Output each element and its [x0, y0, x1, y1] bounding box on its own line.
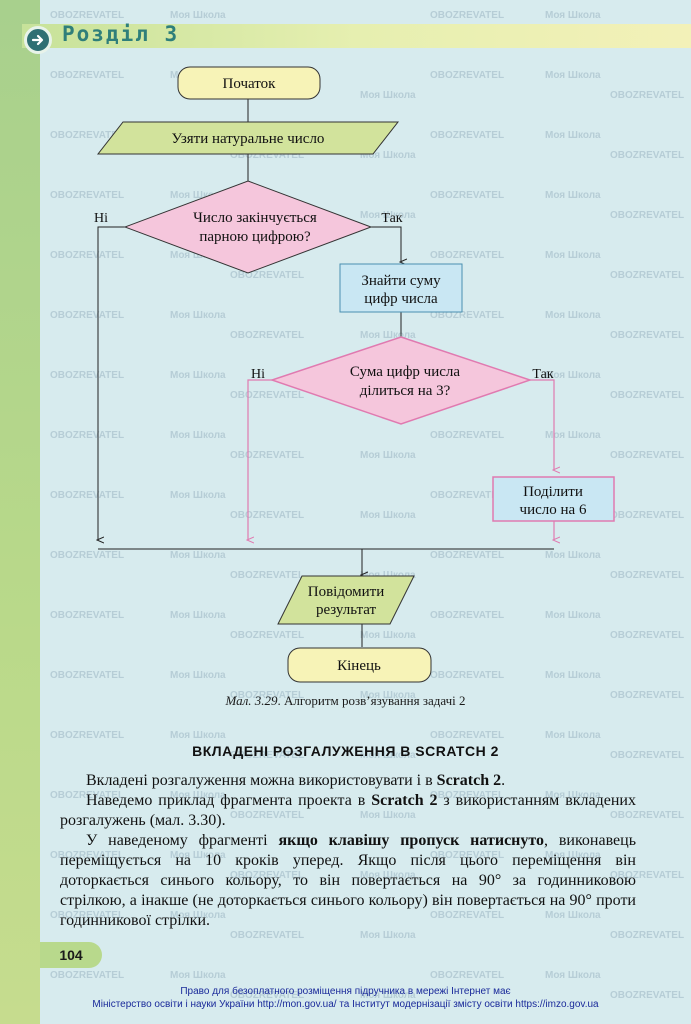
start-label: Початок — [223, 76, 277, 92]
process1-block — [339, 263, 463, 313]
process2-block — [492, 476, 615, 522]
output-block — [277, 575, 415, 625]
left-margin-strip — [0, 0, 40, 1024]
input-label: Узяти натуральне число — [172, 131, 325, 147]
p3-text-c: , виконавець переміщується на 10 кроків … — [60, 832, 637, 929]
paragraph-2: Наведемо приклад фрагмента проекта в Scr… — [60, 791, 636, 831]
input-block — [96, 121, 400, 155]
caption-label: Мал. 3.29 — [225, 693, 278, 708]
process1-line2: цифр числа — [364, 291, 438, 307]
process1-line1: Знайти суму — [361, 273, 441, 289]
flowchart: Початок Узяти натуральне число Число зак… — [94, 66, 615, 683]
start-terminal — [177, 66, 321, 100]
decision2-line2: ділиться на 3? — [360, 383, 451, 399]
section-header-bar — [22, 24, 691, 48]
footer-line1: Право для безоплатного розміщення підруч… — [180, 986, 511, 997]
process2-line2: число на 6 — [520, 502, 587, 518]
arrow-right-icon — [24, 26, 52, 54]
p3-text-b: якщо клавішу пропуск натиснуто — [278, 832, 545, 849]
p3-text-a: У наведеному фрагменті — [86, 832, 279, 849]
p2-text-c: з використанням вкладених розгалужень (м… — [60, 792, 636, 829]
decision2-block — [269, 336, 533, 425]
caption-text: . Алгоритм розв’язування задачі 2 — [277, 693, 466, 708]
decision1-yes-label: Так — [381, 211, 402, 226]
end-terminal — [287, 647, 432, 683]
decision1-block — [123, 180, 373, 274]
decision1-line2: парною цифрою? — [199, 229, 311, 245]
end-label: Кінець — [337, 658, 381, 674]
section-title: Розділ 3 — [62, 22, 180, 46]
page-number: 104 — [40, 942, 102, 968]
decision2-line1: Сума цифр числа — [350, 364, 460, 380]
p2-text-a: Наведемо приклад фрагмента проекта в — [86, 792, 372, 809]
paragraph-3: У наведеному фрагменті якщо клавішу проп… — [60, 831, 636, 931]
section-heading: ВКЛАДЕНІ РОЗГАЛУЖЕННЯ В SCRATCH 2 — [192, 743, 499, 759]
decision2-yes-label: Так — [532, 367, 553, 382]
decision1-line1: Число закінчується — [193, 210, 317, 226]
paragraph-1: Вкладені розгалуження можна використовув… — [60, 771, 636, 791]
output-line2: результат — [316, 602, 377, 618]
p1-text-c: . — [501, 772, 506, 789]
p2-text-b: Scratch 2 — [371, 792, 438, 809]
decision2-no-label: Ні — [251, 367, 265, 382]
process2-line1: Поділити — [523, 484, 583, 500]
decision1-no-label: Ні — [94, 211, 108, 226]
figure-caption: Мал. 3.29. Алгоритм розв’язування задачі… — [0, 693, 691, 709]
footer-line2: Міністерство освіти і науки України http… — [92, 999, 599, 1010]
footer: Право для безоплатного розміщення підруч… — [0, 985, 691, 1011]
p1-text-b: Scratch 2 — [436, 772, 502, 789]
p1-text-a: Вкладені розгалуження можна використовув… — [86, 772, 437, 789]
output-line1: Повідомити — [308, 584, 385, 600]
